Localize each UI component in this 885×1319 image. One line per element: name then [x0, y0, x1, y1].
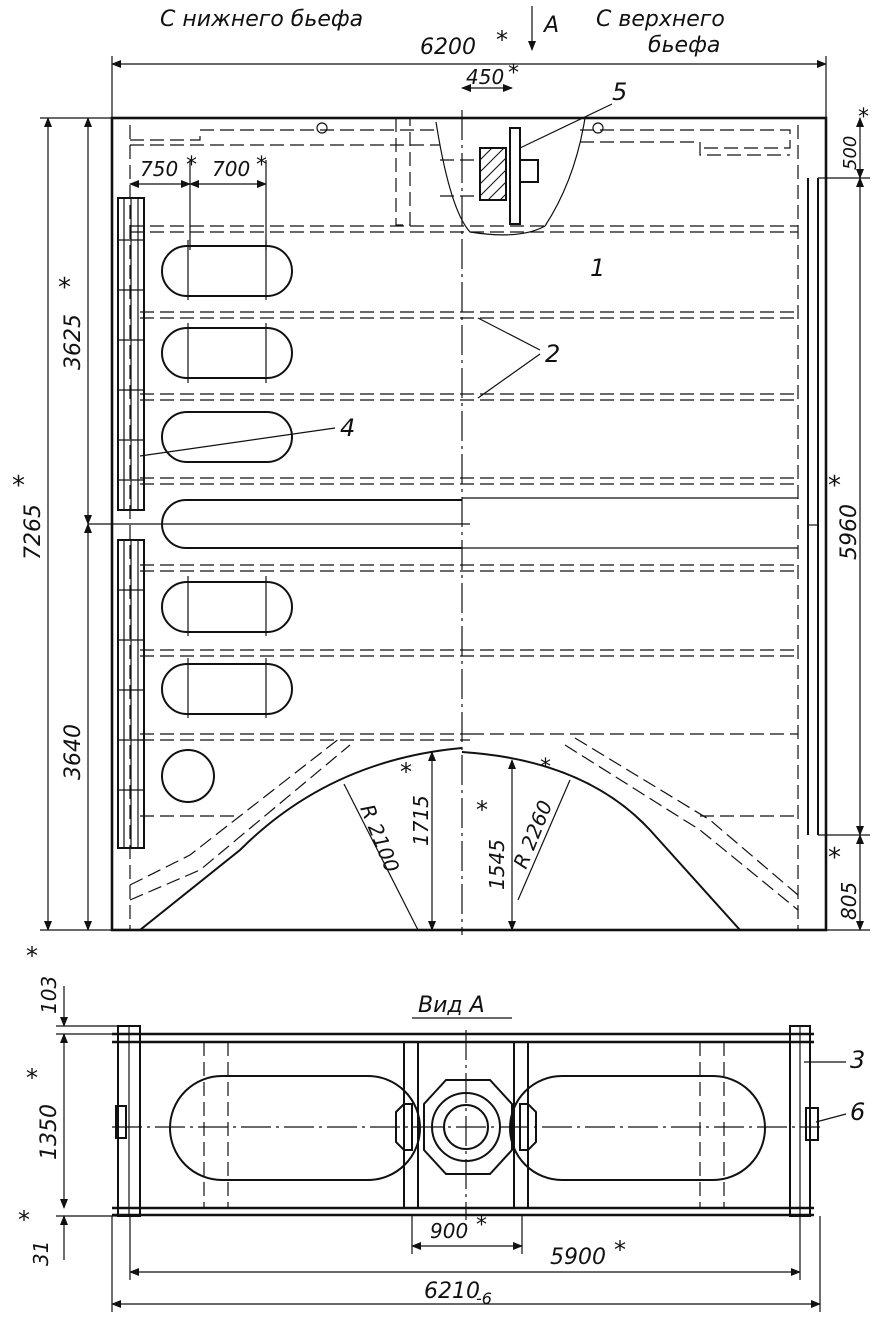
top-beam — [130, 141, 790, 156]
view-a-title: Вид А — [418, 993, 485, 1018]
leader-6 — [815, 1113, 847, 1123]
radius-line-left — [343, 783, 419, 931]
arch-right-inner — [574, 737, 799, 896]
dim-3640: 3640 — [61, 724, 86, 780]
bolt-mark — [316, 122, 328, 134]
star-mark: * — [858, 105, 869, 130]
star-mark: * — [476, 796, 488, 824]
dim-7265: 7265 — [21, 504, 46, 560]
star-mark: * — [828, 843, 841, 873]
valve-hatch — [479, 147, 507, 201]
callout-1: 1 — [590, 254, 605, 282]
radius-left: R 2100 — [355, 801, 404, 876]
arch-left-inner — [129, 744, 351, 901]
leader-4 — [139, 427, 336, 457]
arch-left — [139, 747, 463, 931]
dim-31: 31 — [29, 1241, 53, 1266]
star-mark: * — [614, 1236, 626, 1264]
valve-opening-outline — [435, 117, 586, 236]
trash-rack-lower — [117, 539, 145, 849]
view-a-stiffener — [513, 1041, 529, 1209]
star-mark: * — [18, 1206, 30, 1234]
radius-right: R 2260 — [508, 797, 557, 872]
view-a-stiffener — [403, 1041, 419, 1209]
dim-103: 103 — [37, 976, 61, 1014]
callout-6: 6 — [850, 1098, 865, 1126]
dim-1350: 1350 — [37, 1104, 62, 1160]
view-a-float-right — [509, 1075, 766, 1181]
valve-block — [479, 147, 507, 201]
arch-right — [461, 751, 741, 931]
star-mark: * — [400, 758, 412, 786]
dim-3625: 3625 — [61, 314, 86, 370]
arch-right-inner — [564, 744, 799, 911]
radius-line-right — [517, 779, 571, 901]
top-rib — [395, 118, 411, 226]
arch-left-inner — [129, 737, 341, 886]
downstream-label: С нижнего бьефа — [160, 7, 363, 32]
callout-5: 5 — [612, 78, 627, 106]
star-mark: * — [496, 26, 508, 54]
dim-500: 500 — [840, 136, 861, 170]
callout-3: 3 — [850, 1046, 865, 1074]
dim-5960: 5960 — [837, 504, 862, 560]
upstream-label-line2: бьефа — [648, 33, 720, 58]
star-mark: * — [540, 755, 551, 780]
oval-centerlines — [187, 240, 267, 718]
star-mark: * — [186, 153, 197, 178]
valve-flange — [509, 127, 521, 225]
top-beam — [130, 129, 791, 149]
bolt-mark — [592, 122, 604, 134]
star-mark: * — [12, 471, 25, 501]
callout-4: 4 — [340, 414, 355, 442]
callout-2: 2 — [545, 340, 560, 368]
view-a-lug — [805, 1107, 819, 1141]
valve-nut — [519, 159, 539, 183]
leader-5 — [519, 103, 613, 149]
oval-openings — [161, 245, 462, 803]
leader-2 — [477, 353, 541, 399]
leader-2 — [477, 317, 541, 351]
upstream-label-line1: С верхнего — [596, 7, 725, 32]
dim-1545: 1545 — [485, 839, 509, 890]
star-mark: * — [828, 471, 841, 501]
star-mark: * — [26, 942, 38, 970]
view-a-lug — [115, 1105, 127, 1139]
dim-700: 700 — [212, 157, 250, 181]
star-mark: * — [256, 153, 267, 178]
dim-805: 805 — [837, 882, 861, 920]
star-mark: * — [58, 273, 71, 303]
dim-450: 450 — [466, 65, 504, 89]
dim-750: 750 — [140, 157, 178, 181]
star-mark: * — [476, 1213, 487, 1238]
view-a-float-left — [169, 1075, 421, 1181]
diaphragm-lines — [130, 225, 798, 817]
dim-6200: 6200 — [420, 35, 476, 60]
dim-900: 900 — [430, 1219, 468, 1243]
view-a-octagon — [423, 1079, 513, 1175]
trash-rack-upper — [117, 197, 145, 511]
view-a-valve-left — [395, 1103, 413, 1151]
dim-6210: 6210 — [424, 1279, 480, 1304]
view-a-arrow-label: A — [542, 13, 559, 38]
star-mark: * — [508, 61, 519, 86]
view-a-valve-right — [519, 1103, 537, 1151]
dim-6210-tolerance: -6 — [476, 1289, 492, 1308]
view-a-hub-inner — [443, 1104, 489, 1150]
dim-1715: 1715 — [409, 795, 433, 846]
star-mark: * — [26, 1064, 38, 1092]
dim-5900: 5900 — [550, 1245, 606, 1270]
